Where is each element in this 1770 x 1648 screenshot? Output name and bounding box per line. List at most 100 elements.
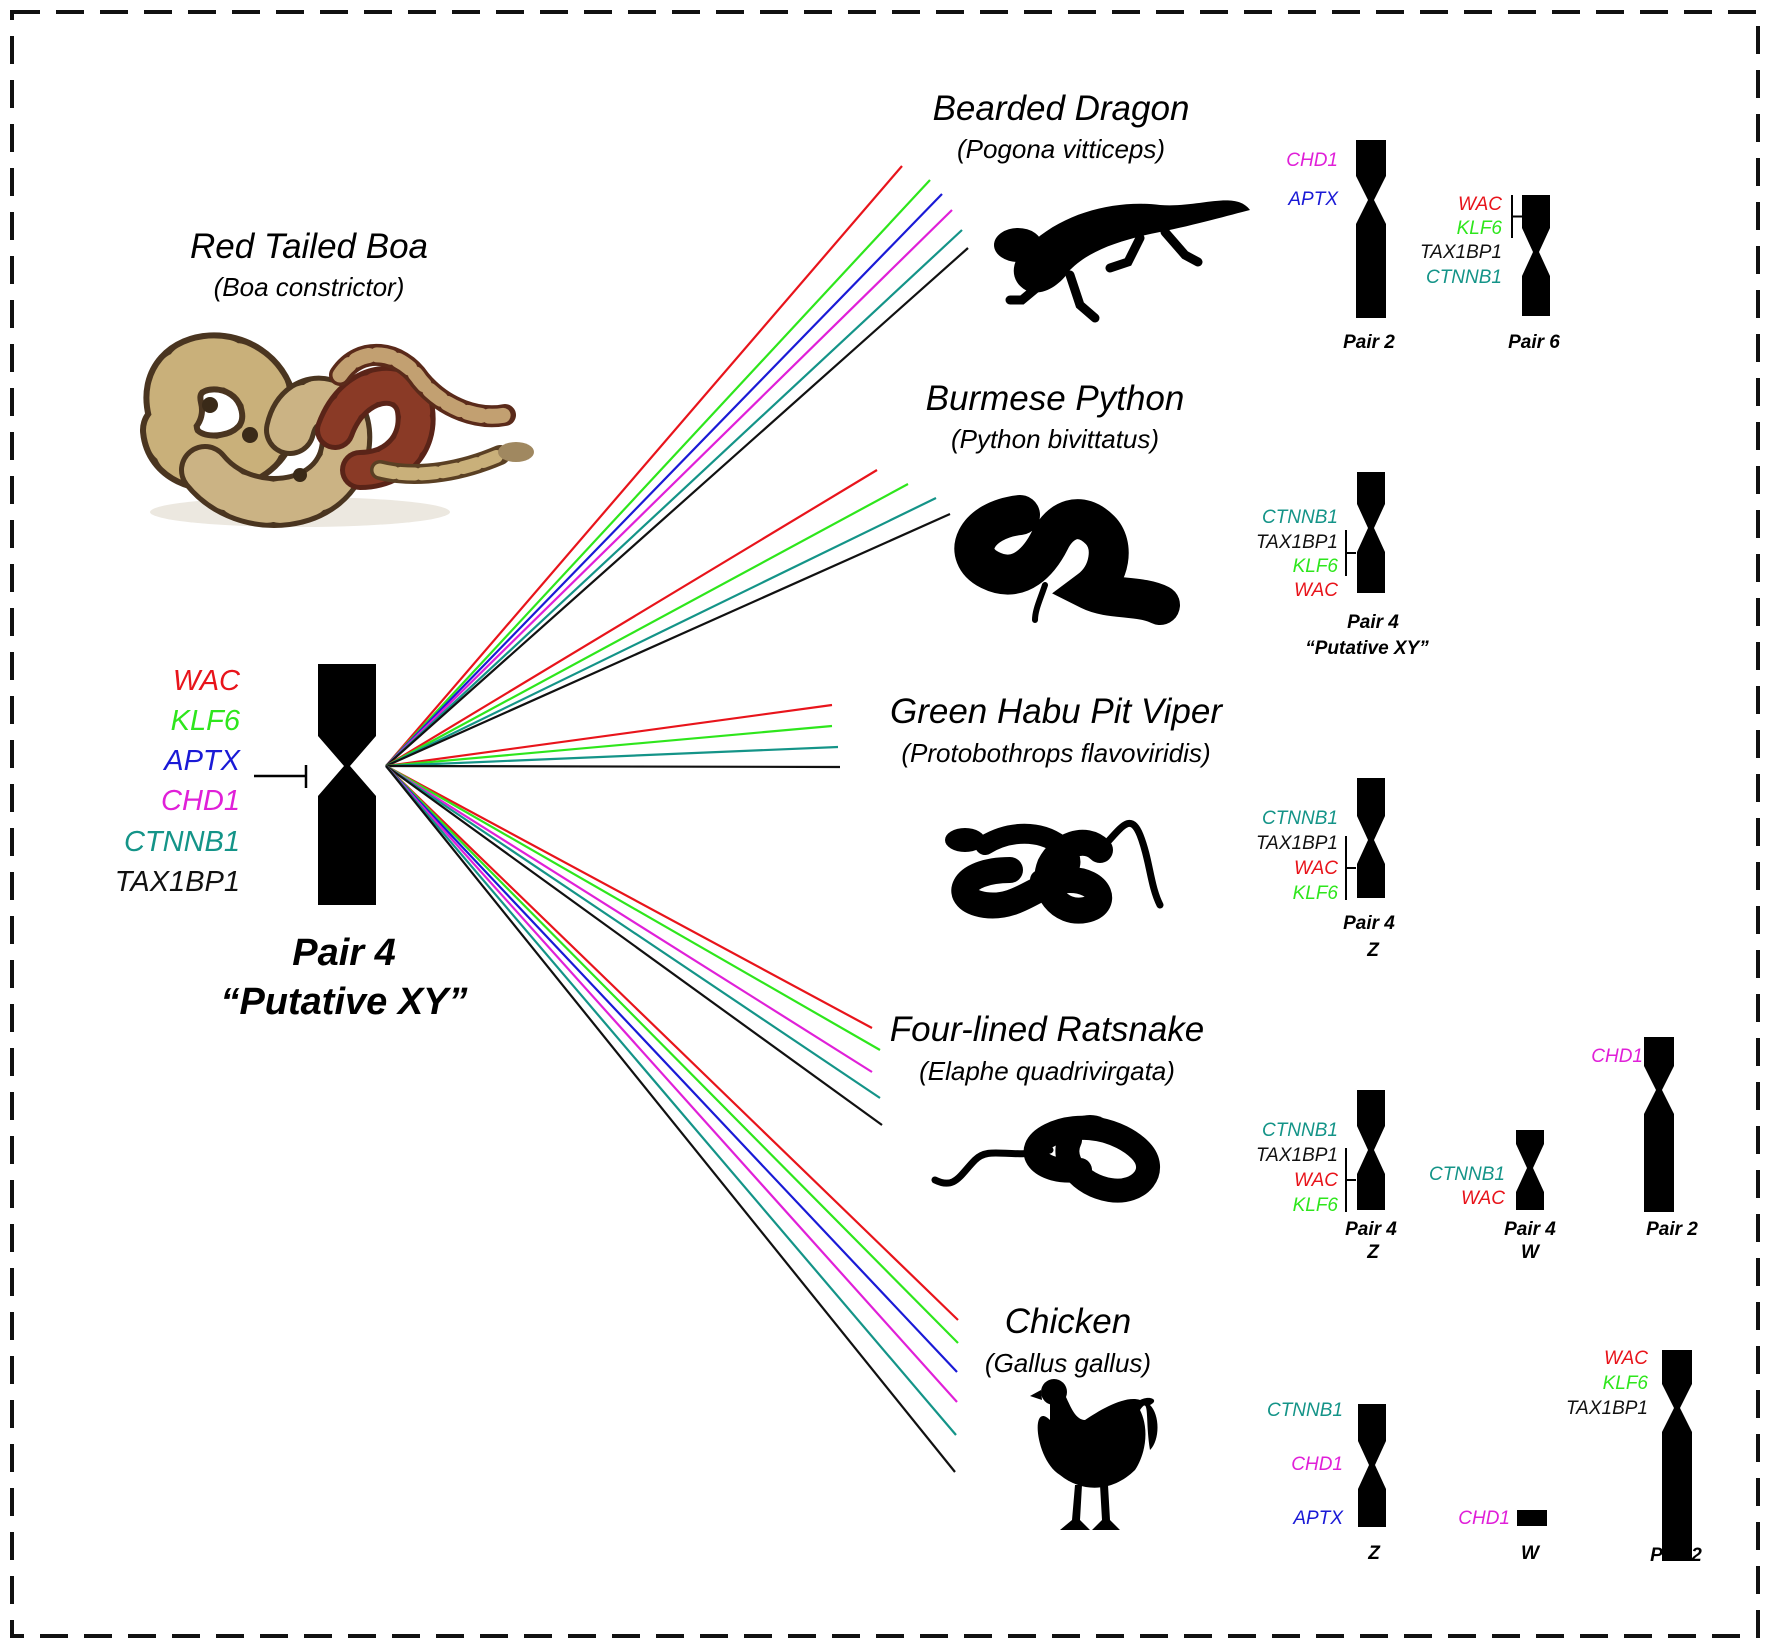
bearded-dragon-chromosome-2-gene-tax1bp1: TAX1BP1 [1420,242,1502,263]
homology-line-bearded-dragon-tax1bp1 [385,247,969,767]
chicken-chromosome-1-gene-aptx: APTX [1292,1508,1344,1529]
homology-line-bearded-dragon-wac [385,165,903,767]
lizard-icon [994,200,1250,323]
ratsnake-name: Four-lined Ratsnake [890,1010,1205,1049]
ratsnake-chromosome-1-caption: Pair 4 [1345,1219,1397,1240]
homology-line-green-habu-wac [385,703,833,768]
chicken-chromosome-2 [1517,1510,1547,1526]
chicken-chromosome-1-gene-chd1: CHD1 [1291,1454,1343,1475]
ratsnake-chromosome-1-gene-wac: WAC [1294,1170,1338,1191]
boa-gene-aptx: APTX [162,745,241,777]
bearded-dragon-chromosome-1-gene-aptx: APTX [1287,189,1339,210]
chicken-chromosome-2-caption: W [1521,1543,1541,1564]
burmese-python-chromosome-1-gene-tax1bp1: TAX1BP1 [1256,532,1338,553]
bearded-dragon-chromosome-2-gene-klf6: KLF6 [1457,218,1503,239]
homology-line-chicken-klf6 [385,765,959,1344]
burmese-python-chromosome-1-gene-wac: WAC [1294,580,1338,601]
ratsnake-chromosome-1-gene-ctnnb1: CTNNB1 [1262,1120,1338,1141]
boa-pair-label: Pair 4 [292,932,396,974]
homology-line-burmese-python-wac [385,469,878,767]
boa-pair-sublabel: “Putative XY” [220,981,467,1023]
ratsnake-chromosome-1-gene-tax1bp1: TAX1BP1 [1256,1145,1338,1166]
bearded-dragon-chromosome-2-gene-ctnnb1: CTNNB1 [1426,267,1502,288]
ratsnake-chromosome-3 [1644,1037,1674,1212]
bearded-dragon-chromosome-1-caption: Pair 2 [1343,332,1395,353]
green-habu-chromosome-1-gene-ctnnb1: CTNNB1 [1262,808,1338,829]
ratsnake-chromosome-2-caption: Pair 4 [1504,1219,1556,1240]
chicken-name: Chicken [1005,1302,1131,1341]
burmese-python-chromosome-1-gene-klf6: KLF6 [1293,556,1339,577]
bearded-dragon-name: Bearded Dragon [933,89,1190,128]
boa-gene-wac: WAC [173,665,241,697]
homology-line-burmese-python-klf6 [385,483,909,767]
green-habu-chromosome-1-gene-tax1bp1: TAX1BP1 [1256,833,1338,854]
green-habu-chromosome-1 [1357,778,1385,898]
chicken-chromosome-1-caption: Z [1367,1543,1381,1564]
homology-line-chicken-aptx [385,765,958,1373]
homology-line-burmese-python-tax1bp1 [385,512,951,768]
burmese-python-chromosome-1-caption2: “Putative XY” [1305,638,1429,659]
burmese-python-chromosome-1-gene-ctnnb1: CTNNB1 [1262,507,1338,528]
homology-line-bearded-dragon-chd1 [385,209,953,767]
chicken-icon [1030,1379,1158,1530]
homology-line-ratsnake-klf6 [385,765,881,1051]
bearded-dragon-chromosome-2 [1522,195,1550,316]
homology-line-ratsnake-ctnnb1 [385,765,881,1099]
homology-line-ratsnake-chd1 [385,765,873,1073]
green-habu-chromosome-1-caption2: Z [1366,940,1380,961]
homology-line-burmese-python-ctnnb1 [385,497,937,767]
ratsnake-chromosome-2 [1516,1130,1544,1210]
ratsnake-chromosome-3-caption: Pair 2 [1646,1219,1698,1240]
bearded-dragon-chromosome-2-gene-wac: WAC [1458,194,1502,215]
ratsnake-scientific: (Elaphe quadrivirgata) [919,1056,1175,1086]
dashed-frame [10,10,1760,1638]
homology-line-green-habu-ctnnb1 [385,745,839,768]
burmese-python-name: Burmese Python [926,379,1185,418]
boa-gene-chd1: CHD1 [161,785,240,817]
homology-line-bearded-dragon-ctnnb1 [385,229,963,767]
boa-chromosome [318,664,376,905]
homology-line-bearded-dragon-aptx [385,193,943,767]
chicken-chromosome-1 [1358,1404,1386,1527]
python-icon [954,495,1180,625]
chicken-chromosome-3-caption: Pair 2 [1650,1545,1702,1566]
green-habu-chromosome-1-caption: Pair 4 [1343,913,1395,934]
boa-scientific-name: (Boa constrictor) [214,272,405,302]
chicken-chromosome-1-gene-ctnnb1: CTNNB1 [1267,1400,1343,1421]
burmese-python-chromosome-1-caption: Pair 4 [1347,612,1399,633]
chicken-chromosome-3-gene-wac: WAC [1604,1348,1648,1369]
homology-line-bearded-dragon-klf6 [385,179,931,767]
ratsnake-icon [931,1115,1160,1203]
homology-line-chicken-tax1bp1 [385,765,956,1473]
boa-gene-klf6: KLF6 [171,705,241,737]
green-habu-chromosome-1-gene-wac: WAC [1294,858,1338,879]
chicken-chromosome-3 [1662,1350,1692,1561]
green-habu-scientific: (Protobothrops flavoviridis) [901,738,1210,768]
homology-line-chicken-chd1 [385,765,958,1403]
viper-icon [945,819,1164,924]
homology-line-chicken-wac [385,765,959,1321]
coiled-boa-photo [140,332,534,528]
burmese-python-scientific: (Python bivittatus) [951,424,1159,454]
burmese-python-chromosome-1 [1357,472,1385,593]
ratsnake-chromosome-3-gene-chd1: CHD1 [1591,1046,1643,1067]
green-habu-chromosome-1-gene-klf6: KLF6 [1293,883,1339,904]
chicken-chromosome-3-gene-klf6: KLF6 [1603,1373,1649,1394]
ratsnake-chromosome-1-gene-klf6: KLF6 [1293,1195,1339,1216]
homology-line-ratsnake-wac [385,765,873,1029]
ratsnake-chromosome-2-gene-wac: WAC [1461,1188,1505,1209]
homology-line-ratsnake-tax1bp1 [385,765,883,1126]
boa-gene-tax1bp1: TAX1BP1 [115,866,240,898]
ratsnake-chromosome-2-caption2: W [1521,1242,1541,1263]
ratsnake-chromosome-1-caption2: Z [1366,1242,1380,1263]
ratsnake-chromosome-2-gene-ctnnb1: CTNNB1 [1429,1164,1505,1185]
ratsnake-chromosome-1 [1357,1090,1385,1210]
boa-common-name: Red Tailed Boa [190,227,428,266]
chicken-chromosome-2-gene-chd1: CHD1 [1458,1508,1510,1529]
bearded-dragon-chromosome-1-gene-chd1: CHD1 [1286,150,1338,171]
homology-line-chicken-ctnnb1 [385,765,957,1436]
green-habu-name: Green Habu Pit Viper [890,692,1223,731]
